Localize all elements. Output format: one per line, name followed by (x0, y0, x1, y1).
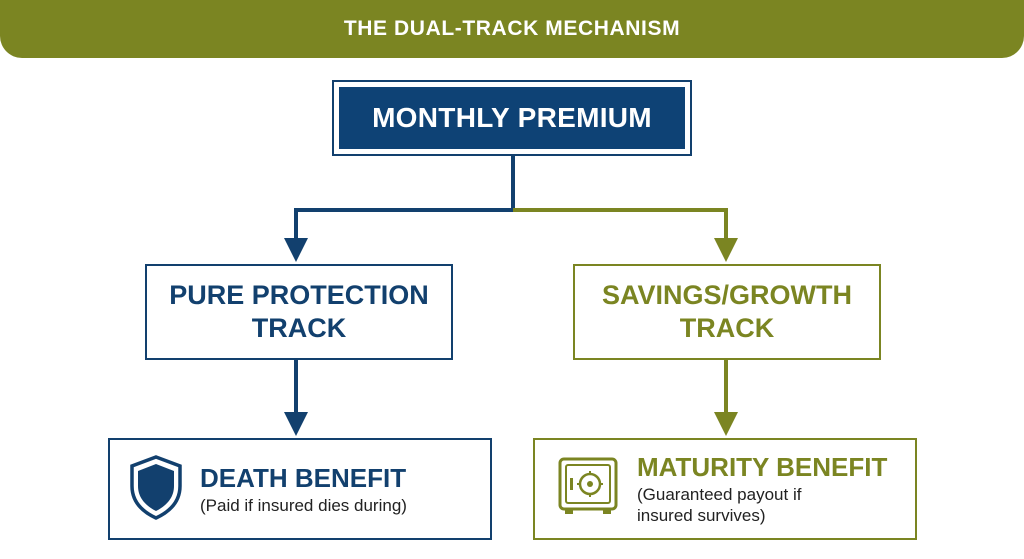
title-banner: THE DUAL-TRACK MECHANISM (0, 0, 1024, 58)
arrowhead-savings-track (714, 238, 738, 262)
arrowhead-death-benefit (284, 412, 308, 436)
savings-growth-track-box: SAVINGS/GROWTH TRACK (573, 264, 881, 360)
savings-growth-track-label: SAVINGS/GROWTH TRACK (601, 280, 852, 343)
death-benefit-note: (Paid if insured dies during) (200, 495, 407, 515)
diagram-title: THE DUAL-TRACK MECHANISM (343, 17, 681, 40)
maturity-benefit-box: MATURITY BENEFIT (Guaranteed payout if i… (533, 438, 917, 540)
pure-protection-track-box: PURE PROTECTION TRACK (145, 264, 453, 360)
maturity-benefit-note: (Guaranteed payout if insured survives) (637, 485, 802, 525)
monthly-premium-label: MONTHLY PREMIUM (339, 87, 685, 149)
death-benefit-title: DEATH BENEFIT (200, 462, 407, 493)
shield-icon (128, 454, 184, 525)
arrowhead-protection-track (284, 238, 308, 262)
monthly-premium-box: MONTHLY PREMIUM (332, 80, 692, 156)
connector-premium-to-savings (513, 208, 728, 240)
maturity-benefit-title: MATURITY BENEFIT (637, 452, 888, 482)
pure-protection-track-label: PURE PROTECTION TRACK (169, 280, 429, 343)
connector-premium-to-protection (294, 156, 515, 240)
arrowhead-maturity-benefit (714, 412, 738, 436)
safe-icon (557, 456, 619, 523)
death-benefit-box: DEATH BENEFIT (Paid if insured dies duri… (108, 438, 492, 540)
